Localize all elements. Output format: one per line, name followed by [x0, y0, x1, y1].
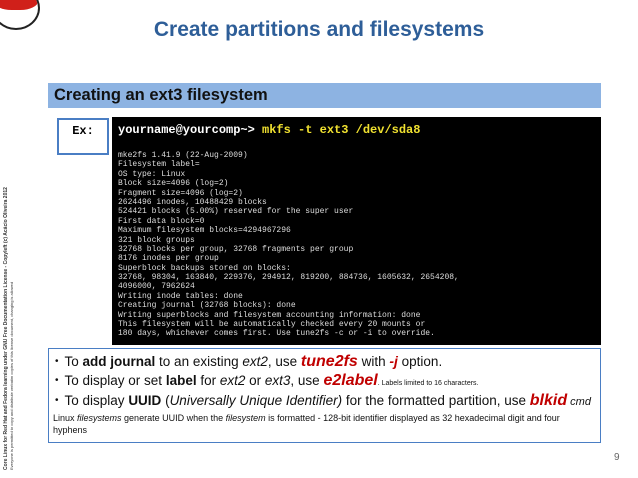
example-label: Ex: — [72, 124, 94, 138]
license-sidebar: Core Linux for Red Hat and Fedora learni… — [3, 150, 15, 470]
terminal-output-line: mke2fs 1.41.9 (22-Aug-2009) — [118, 151, 248, 160]
terminal-output-line: Writing inode tables: done — [118, 291, 243, 301]
terminal-output-line: Creating journal (32768 blocks): done — [118, 301, 296, 311]
terminal-output-line: Block size=4096 (log=2) — [118, 179, 229, 189]
terminal-output-line: Filesystem label= — [118, 160, 200, 170]
terminal-output-line: 32768, 98304, 163840, 229376, 294912, 81… — [118, 273, 459, 283]
terminal-output: mke2fs 1.41.9 (22-Aug-2009)Filesystem la… — [118, 151, 459, 339]
terminal-output-line: Fragment size=4096 (log=2) — [118, 188, 243, 198]
license-subline: Everyone is permitted to copy and distri… — [9, 281, 14, 470]
section-header: Creating an ext3 filesystem — [48, 83, 601, 108]
example-box: Ex: — [57, 118, 109, 155]
bullet-journal: •To add journal to an existing ext2, use… — [55, 353, 443, 370]
terminal-output-line: 4096000, 7962624 — [118, 282, 195, 292]
terminal-output-line: Maximum filesystem blocks=4294967296 — [118, 226, 291, 236]
page-number: 9 — [614, 452, 620, 463]
slide-title: Create partitions and filesystems — [153, 18, 485, 41]
terminal-output-line: 2624496 inodes, 10488429 blocks — [118, 197, 267, 207]
command: mkfs -t ext3 /dev/sda8 — [262, 123, 421, 137]
terminal-output-line: Superblock backups stored on blocks: — [118, 263, 291, 273]
uuid-note: Linux filesystems generate UUID when the… — [53, 413, 560, 435]
terminal-output-line: 180 days, whichever comes first. Use tun… — [118, 329, 435, 339]
notes-box: •To add journal to an existing ext2, use… — [48, 348, 601, 443]
terminal-output-line: 32768 blocks per group, 32768 fragments … — [118, 244, 354, 254]
terminal-output-line: 8176 inodes per group — [118, 254, 219, 264]
terminal-output-line: 321 block groups — [118, 235, 195, 245]
terminal-output-line: 524421 blocks (5.00%) reserved for the s… — [118, 207, 354, 217]
prompt: yourname@yourcomp~> — [118, 123, 263, 137]
bullet-uuid: •To display UUID (Universally Unique Ide… — [55, 392, 591, 409]
terminal-prompt-line: yourname@yourcomp~> mkfs -t ext3 /dev/sd… — [118, 123, 420, 138]
terminal-output-line: First data block=0 — [118, 216, 205, 226]
terminal: yourname@yourcomp~> mkfs -t ext3 /dev/sd… — [112, 117, 601, 345]
bullet-label: •To display or set label for ext2 or ext… — [55, 372, 479, 389]
terminal-output-line: OS type: Linux — [118, 169, 186, 179]
terminal-output-line: This filesystem will be automatically ch… — [118, 320, 426, 330]
terminal-output-line: Writing superblocks and filesystem accou… — [118, 310, 421, 320]
section-title: Creating an ext3 filesystem — [54, 86, 268, 104]
